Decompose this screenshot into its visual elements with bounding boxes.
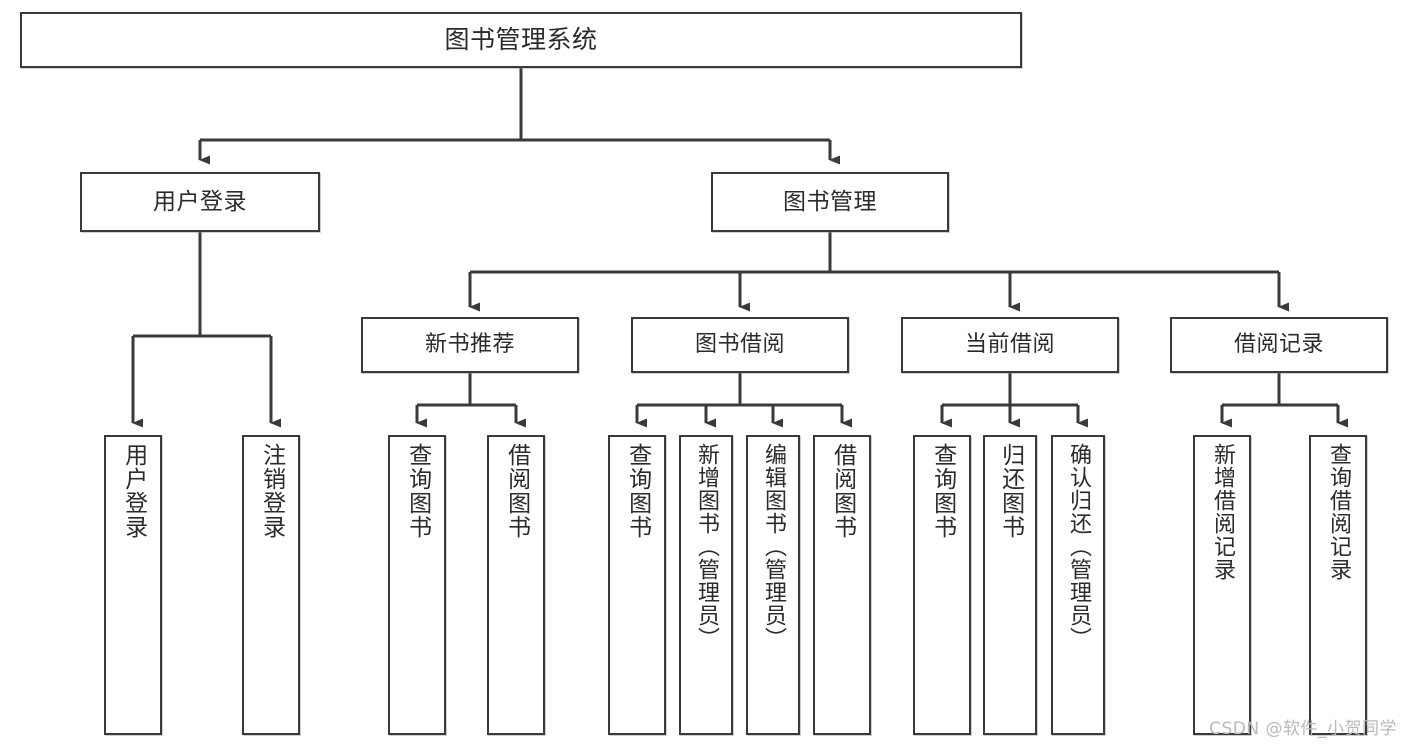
node-label: 新增图书（管理员） xyxy=(693,443,719,650)
node-label: 确认归还（管理员） xyxy=(1065,443,1091,650)
node-book-management[interactable]: 图书管理 xyxy=(711,172,949,232)
node-borrow-record[interactable]: 借阅记录 xyxy=(1170,317,1388,373)
node-label: 图书借阅 xyxy=(694,332,785,358)
node-label: 新书推荐 xyxy=(424,332,515,358)
node-label: 注销登录 xyxy=(258,443,285,539)
leaf-borrow-book[interactable]: 借阅图书 xyxy=(813,435,871,735)
leaf-query-book-recommend[interactable]: 查询图书 xyxy=(388,435,446,735)
node-book-borrow[interactable]: 图书借阅 xyxy=(631,317,849,373)
node-label: 查询借阅记录 xyxy=(1325,443,1351,581)
leaf-add-book-admin[interactable]: 新增图书（管理员） xyxy=(679,435,733,735)
node-label: 借阅图书 xyxy=(503,443,530,539)
node-label: 查询图书 xyxy=(624,443,651,539)
node-label: 查询图书 xyxy=(929,443,956,539)
node-current-borrow[interactable]: 当前借阅 xyxy=(901,317,1119,373)
node-label: 归还图书 xyxy=(997,443,1024,539)
node-label: 新增借阅记录 xyxy=(1209,443,1235,581)
leaf-edit-book-admin[interactable]: 编辑图书（管理员） xyxy=(746,435,800,735)
leaf-add-borrow-record[interactable]: 新增借阅记录 xyxy=(1193,435,1251,735)
leaf-logout[interactable]: 注销登录 xyxy=(242,435,300,735)
node-label: 借阅图书 xyxy=(829,443,856,539)
leaf-query-book-borrow[interactable]: 查询图书 xyxy=(608,435,666,735)
node-label: 编辑图书（管理员） xyxy=(760,443,786,650)
node-label: 借阅记录 xyxy=(1233,332,1324,358)
watermark-text: CSDN @软件_小贺同学 xyxy=(1209,719,1397,739)
node-label: 当前借阅 xyxy=(964,332,1055,358)
leaf-query-borrow-record[interactable]: 查询借阅记录 xyxy=(1309,435,1367,735)
node-root-system[interactable]: 图书管理系统 xyxy=(20,12,1022,68)
leaf-borrow-book-recommend[interactable]: 借阅图书 xyxy=(487,435,545,735)
node-label: 用户登录 xyxy=(153,188,247,215)
leaf-return-book[interactable]: 归还图书 xyxy=(983,435,1037,735)
node-label: 图书管理系统 xyxy=(444,24,598,54)
node-new-book-recommend[interactable]: 新书推荐 xyxy=(361,317,579,373)
leaf-confirm-return-admin[interactable]: 确认归还（管理员） xyxy=(1051,435,1105,735)
node-user-login[interactable]: 用户登录 xyxy=(80,172,320,232)
node-label: 查询图书 xyxy=(404,443,431,539)
leaf-user-login[interactable]: 用户登录 xyxy=(104,435,162,735)
leaf-query-book-current[interactable]: 查询图书 xyxy=(913,435,971,735)
node-label: 用户登录 xyxy=(120,443,147,539)
node-label: 图书管理 xyxy=(783,188,877,215)
